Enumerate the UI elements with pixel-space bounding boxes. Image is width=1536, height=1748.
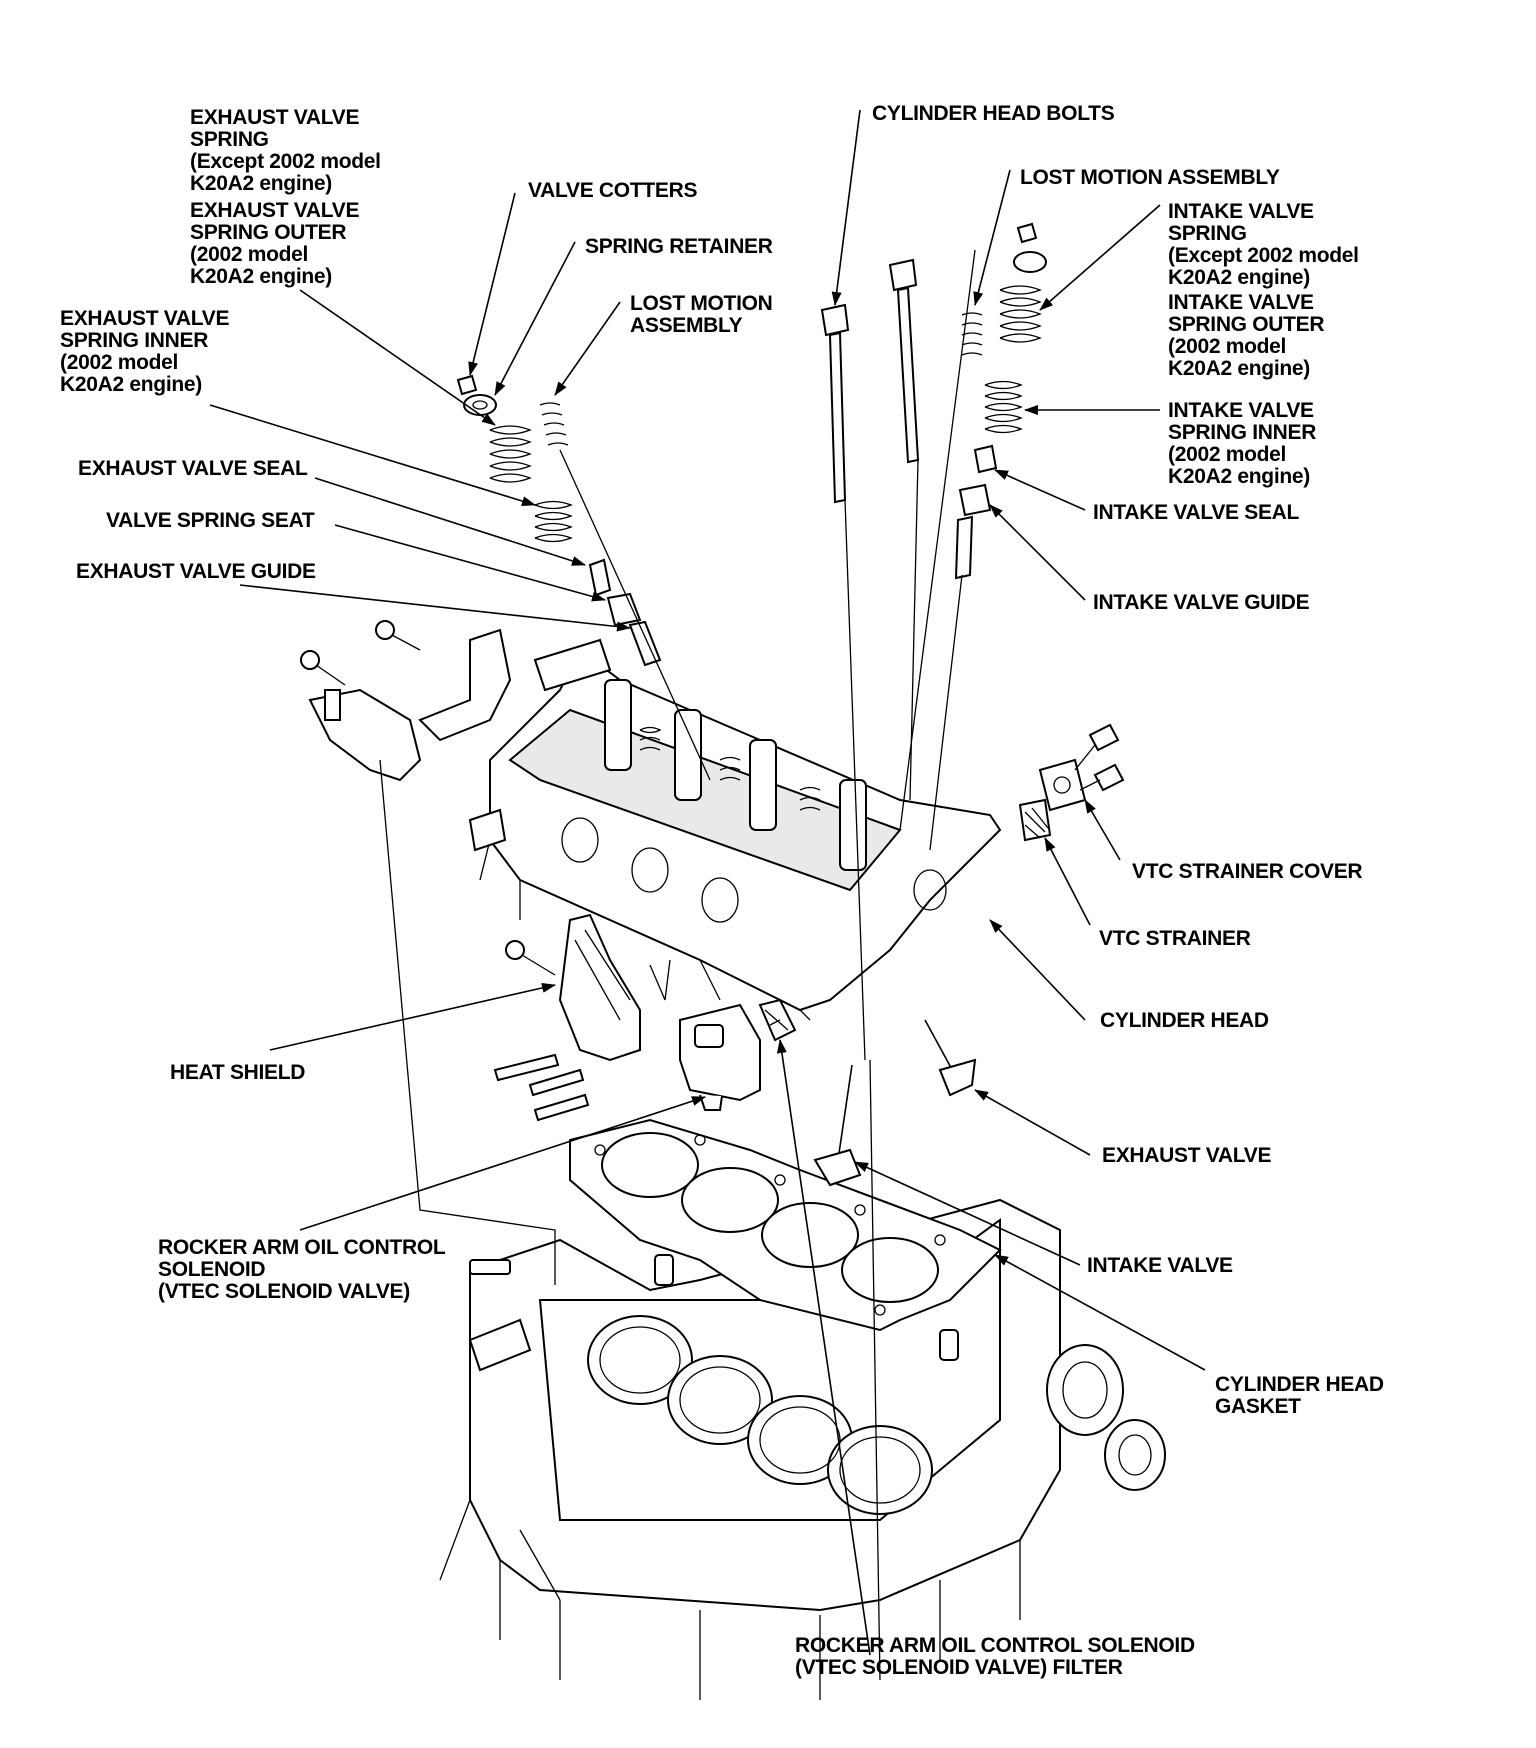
label-line: INTAKE VALVE SEAL [1093, 501, 1300, 524]
label-valve-cotters: VALVE COTTERS [528, 180, 697, 202]
label-line: INTAKE VALVE GUIDE [1093, 591, 1310, 614]
label-line: SPRING OUTER [1168, 313, 1325, 336]
label-valve-spring-seat: VALVE SPRING SEAT [106, 509, 315, 532]
label-line: VALVE COTTERS [528, 179, 698, 202]
label-cylinder-head-gasket: CYLINDER HEAD GASKET [1215, 1374, 1384, 1418]
label-line: EXHAUST VALVE [190, 199, 360, 222]
exhaust-valve-shape [924, 1019, 977, 1097]
label-cylinder-head-bolts: CYLINDER HEAD BOLTS [872, 102, 1115, 125]
label-intake-valve-seal: INTAKE VALVE SEAL [1093, 502, 1299, 524]
label-line: (VTEC SOLENOID VALVE) FILTER [795, 1656, 1123, 1679]
assembly-lines [379, 249, 976, 1681]
label-line: ROCKER ARM OIL CONTROL [158, 1236, 446, 1259]
label-line: K20A2 engine) [190, 172, 332, 195]
label-line: INTAKE VALVE [1168, 200, 1314, 223]
label-intake-valve-guide: INTAKE VALVE GUIDE [1093, 591, 1310, 614]
label-line: VTC STRAINER [1099, 927, 1251, 950]
vtec-solenoid-shape [679, 998, 797, 1111]
label-exhaust-valve: EXHAUST VALVE [1102, 1145, 1271, 1167]
heat-shield-shape [493, 913, 641, 1122]
label-rocker-arm-oil-control-solenoid: ROCKER ARM OIL CONTROL SOLENOID (VTEC SO… [158, 1236, 446, 1303]
label-intake-valve-spring-outer: INTAKE VALVE SPRING OUTER (2002 model K2… [1168, 291, 1325, 380]
label-line: CYLINDER HEAD [1100, 1009, 1269, 1032]
vtc-strainer-cover-shape [1018, 723, 1125, 842]
label-vtc-strainer-cover: VTC STRAINER COVER [1132, 860, 1363, 883]
label-exhaust-valve-guide: EXHAUST VALVE GUIDE [76, 561, 316, 583]
label-line: SPRING RETAINER [585, 235, 773, 258]
label-line: GASKET [1215, 1395, 1301, 1418]
label-lost-motion-assembly-left: LOST MOTION ASSEMBLY [630, 293, 773, 337]
label-intake-valve-spring: INTAKE VALVE SPRING (Except 2002 model K… [1168, 201, 1359, 289]
label-line: LOST MOTION [630, 292, 773, 315]
label-exhaust-valve-spring-outer: EXHAUST VALVE SPRING OUTER (2002 model K… [190, 200, 359, 288]
label-line: ROCKER ARM OIL CONTROL SOLENOID [795, 1634, 1195, 1657]
label-line: (2002 model [60, 351, 179, 374]
exhaust-valve-stack [456, 374, 662, 667]
label-line: (VTEC SOLENOID VALVE) [158, 1280, 410, 1303]
label-line: K20A2 engine) [190, 265, 332, 288]
label-line: HEAT SHIELD [170, 1061, 306, 1084]
label-lost-motion-assembly-right: LOST MOTION ASSEMBLY [1020, 167, 1280, 189]
exhaust-side-brackets [300, 620, 512, 782]
label-cylinder-head: CYLINDER HEAD [1100, 1010, 1269, 1032]
label-line: (2002 model [1168, 443, 1287, 466]
leader-lines [209, 109, 1206, 1656]
label-line: (2002 model [1168, 335, 1287, 358]
label-line: SOLENOID [158, 1258, 266, 1281]
label-heat-shield: HEAT SHIELD [170, 1062, 305, 1084]
label-line: K20A2 engine) [1168, 266, 1310, 289]
label-line: K20A2 engine) [1168, 357, 1310, 380]
label-line: INTAKE VALVE [1168, 399, 1314, 422]
label-exhaust-valve-spring-inner: EXHAUST VALVE SPRING INNER (2002 model K… [60, 308, 229, 396]
label-line: CYLINDER HEAD [1215, 1373, 1384, 1396]
cylinder-head-bolts-shape [820, 258, 920, 504]
label-line: EXHAUST VALVE [190, 106, 360, 129]
label-line: INTAKE VALVE [1087, 1254, 1233, 1277]
label-line: VTC STRAINER COVER [1132, 860, 1363, 883]
label-line: SPRING INNER [1168, 421, 1317, 444]
label-line: LOST MOTION ASSEMBLY [1020, 166, 1280, 189]
label-line: INTAKE VALVE [1168, 291, 1314, 314]
label-exhaust-valve-seal: EXHAUST VALVE SEAL [78, 458, 308, 480]
label-rocker-arm-oil-control-solenoid-filter: ROCKER ARM OIL CONTROL SOLENOID (VTEC SO… [795, 1635, 1195, 1679]
label-line: EXHAUST VALVE [60, 307, 230, 330]
label-line: SPRING [190, 128, 269, 151]
cylinder-head-gasket-shape [569, 1118, 1002, 1332]
label-line: K20A2 engine) [60, 373, 202, 396]
label-line: (2002 model [190, 243, 309, 266]
label-line: ASSEMBLY [630, 314, 743, 337]
label-line: K20A2 engine) [1168, 465, 1310, 488]
label-line: CYLINDER HEAD BOLTS [872, 102, 1115, 125]
label-line: (Except 2002 model [190, 150, 381, 173]
label-line: SPRING OUTER [190, 221, 347, 244]
label-line: EXHAUST VALVE SEAL [78, 457, 308, 480]
intake-valve-shape [813, 1064, 862, 1187]
label-line: VALVE SPRING SEAT [106, 509, 315, 532]
intake-valve-stack [954, 222, 1047, 580]
label-exhaust-valve-spring: EXHAUST VALVE SPRING (Except 2002 model … [190, 107, 381, 195]
label-intake-valve-spring-inner: INTAKE VALVE SPRING INNER (2002 model K2… [1168, 400, 1316, 488]
label-vtc-strainer: VTC STRAINER [1099, 928, 1251, 950]
label-spring-retainer: SPRING RETAINER [585, 236, 773, 258]
label-intake-valve: INTAKE VALVE [1087, 1255, 1233, 1277]
cylinder-head-shape [468, 638, 1002, 1021]
label-line: SPRING [1168, 222, 1247, 245]
label-line: SPRING INNER [60, 329, 209, 352]
label-line: EXHAUST VALVE [1102, 1144, 1272, 1167]
label-line: EXHAUST VALVE GUIDE [76, 560, 316, 583]
label-line: (Except 2002 model [1168, 244, 1359, 267]
